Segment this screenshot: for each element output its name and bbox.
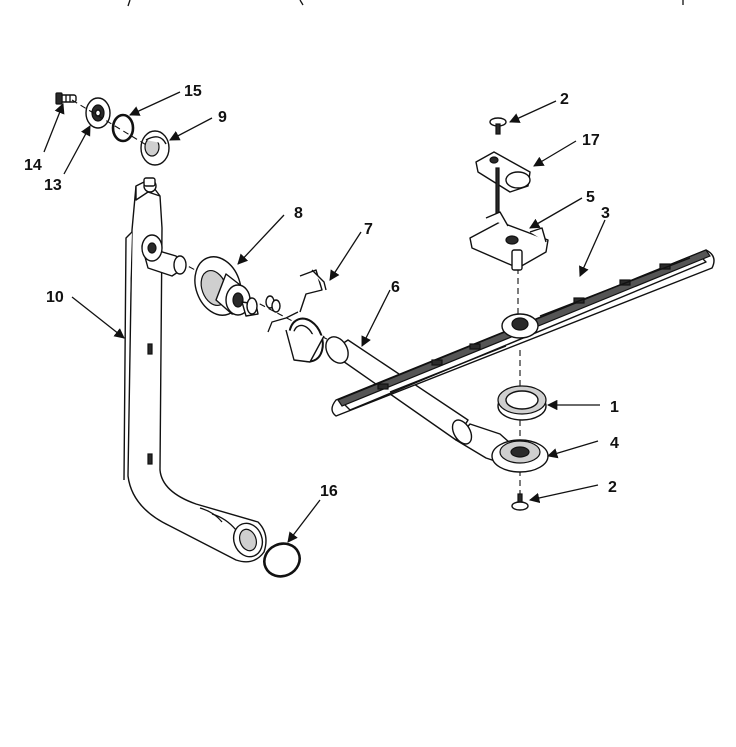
callout-13: 13 (44, 177, 62, 194)
callout-6: 6 (391, 279, 400, 296)
part-2-top-screw (489, 117, 507, 135)
part-1-bearing (497, 385, 547, 421)
part-16-o-ring (263, 542, 301, 578)
part-5-mount (469, 211, 549, 271)
callout-1: 1 (610, 399, 619, 416)
part-17-bracket (475, 151, 531, 215)
callout-8: 8 (294, 205, 303, 222)
callout-16: 16 (320, 483, 338, 500)
part-9-cap (140, 130, 170, 166)
part-8-manifold (194, 256, 259, 317)
callout-17: 17 (582, 132, 600, 149)
callout-2-top: 2 (560, 91, 569, 108)
callout-14: 14 (24, 157, 42, 174)
callout-labels: 15 9 14 13 2 17 5 3 8 7 6 10 1 4 2 16 (24, 83, 619, 500)
part-14-screw (55, 92, 77, 105)
part-15-o-ring (111, 113, 135, 143)
part-7-bracket (267, 269, 327, 363)
callout-15: 15 (184, 83, 202, 100)
callout-5: 5 (586, 189, 595, 206)
leader-lines (43, 91, 606, 543)
part-2-bottom-screw (511, 493, 529, 511)
callout-7: 7 (364, 221, 373, 238)
callout-9: 9 (218, 109, 227, 126)
part-10-supply-tube (123, 177, 267, 563)
callout-3: 3 (601, 205, 610, 222)
assembly-axis-upper (71, 99, 149, 147)
part-13-washer (85, 97, 111, 129)
part-3-spray-arm (331, 249, 715, 417)
part-4-ring-nut (491, 439, 549, 473)
top-edge-marks (127, 0, 684, 7)
small-fitting (265, 295, 281, 313)
callout-2-bottom: 2 (608, 479, 617, 496)
callout-4: 4 (610, 435, 619, 452)
callout-10: 10 (46, 289, 64, 306)
